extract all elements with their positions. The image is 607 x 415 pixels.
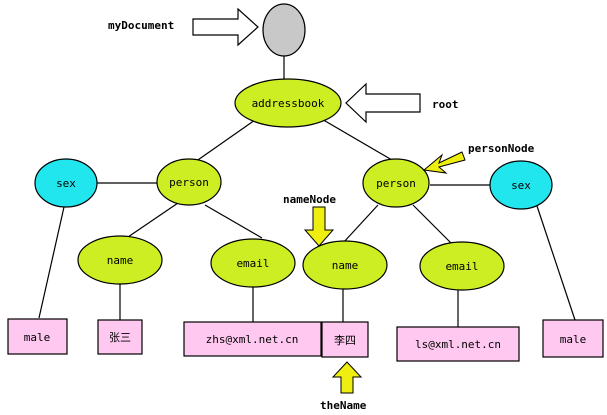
- my-document-label: myDocument: [108, 19, 174, 32]
- edge-addressbook-person-left: [194, 119, 256, 163]
- my-document-arrow-icon: [192, 7, 259, 47]
- addressbook-label: addressbook: [252, 97, 325, 110]
- name-left-value-text: 张三: [109, 331, 131, 344]
- male-left-box: male: [7, 318, 68, 355]
- person-node-label: personNode: [468, 142, 535, 155]
- edge-sex-left-male: [38, 206, 65, 319]
- email-right-node: email: [419, 241, 505, 291]
- edge-sex-right-male: [536, 205, 576, 321]
- person-right-label: person: [376, 177, 416, 190]
- email-left-label: email: [236, 257, 269, 270]
- name-left-node: name: [77, 235, 163, 285]
- root-arrow-icon: [345, 82, 421, 124]
- edge-person-left-email: [204, 204, 263, 239]
- email-right-value-text: ls@xml.net.cn: [415, 338, 501, 351]
- root-label: root: [432, 98, 459, 111]
- name-left-label: name: [107, 254, 134, 267]
- addressbook-node: addressbook: [234, 78, 342, 128]
- person-right-node: person: [362, 158, 430, 208]
- person-left-node: person: [156, 158, 222, 206]
- person-node-arrow-icon: [422, 151, 466, 174]
- name-node-arrow-icon: [303, 206, 335, 247]
- email-left-value-text: zhs@xml.net.cn: [206, 333, 299, 346]
- male-right-text: male: [560, 333, 587, 346]
- name-right-node: name: [302, 240, 388, 290]
- email-right-value-box: ls@xml.net.cn: [396, 326, 520, 362]
- name-right-value-text: 李四: [334, 333, 356, 347]
- email-right-label: email: [445, 260, 478, 273]
- name-node-label: nameNode: [283, 193, 336, 206]
- male-right-box: male: [542, 319, 604, 358]
- tree-edges: [38, 55, 576, 327]
- sex-left-label: sex: [56, 177, 76, 190]
- email-left-value-box: zhs@xml.net.cn: [183, 321, 322, 357]
- email-left-node: email: [210, 238, 296, 288]
- the-name-arrow-icon: [331, 361, 363, 394]
- edge-person-left-name: [127, 202, 179, 238]
- edge-person-right-email: [412, 204, 453, 245]
- document-node: [262, 3, 306, 57]
- edge-person-right-name: [342, 204, 379, 244]
- sex-right-node: sex: [489, 160, 553, 210]
- name-right-value-box: 李四: [321, 321, 369, 358]
- edge-addressbook-person-right: [319, 117, 393, 161]
- sex-right-label: sex: [511, 179, 531, 192]
- male-left-text: male: [24, 331, 51, 344]
- sex-left-node: sex: [34, 158, 98, 208]
- the-name-label: theName: [320, 399, 367, 412]
- person-left-label: person: [169, 176, 209, 189]
- name-left-value-box: 张三: [97, 319, 143, 355]
- name-right-label: name: [332, 259, 359, 272]
